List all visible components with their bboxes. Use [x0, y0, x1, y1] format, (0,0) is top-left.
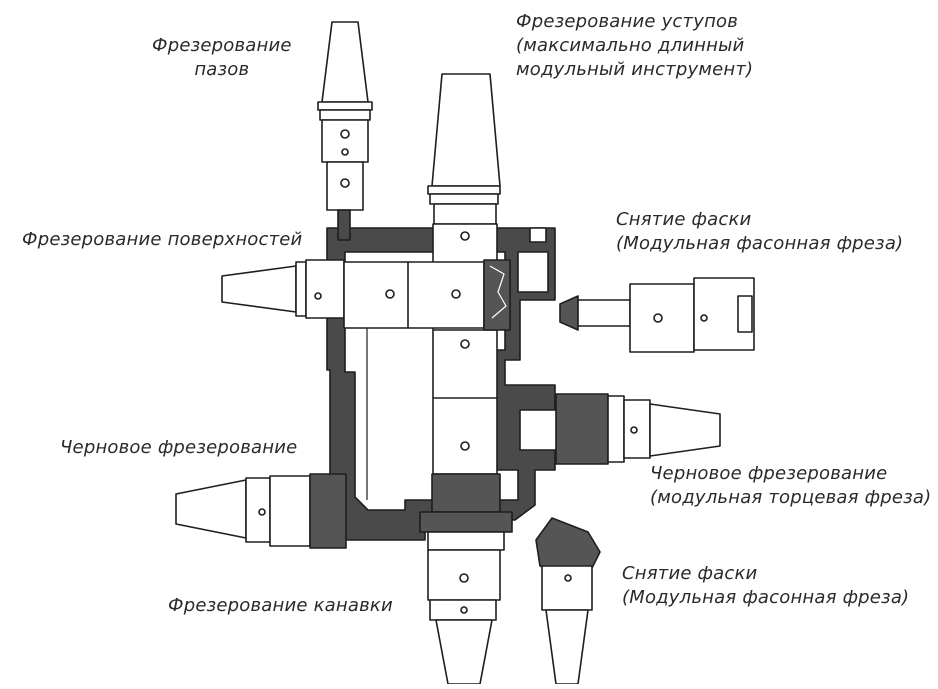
tool-groove [419, 473, 513, 685]
label-line: Снятие фаски [616, 209, 752, 230]
label-line: (максимально длинный [516, 35, 745, 56]
tool-face-milling [221, 259, 511, 331]
tool-rough-right [555, 393, 721, 465]
label-rough-right: Черновое фрезерование (модульная торцева… [650, 462, 931, 510]
label-surface-milling: Фрезерование поверхностей [22, 228, 302, 252]
label-line: Снятие фаски [622, 563, 758, 584]
label-line: Фрезерование поверхностей [22, 229, 303, 250]
label-chamfer-top: Снятие фаски (Модульная фасонная фреза) [616, 208, 903, 256]
tool-slot-milling [317, 21, 373, 241]
label-groove-milling: Фрезерование канавки [168, 594, 393, 618]
tool-chamfer-bottom [535, 517, 601, 685]
label-line: (Модульная фасонная фреза) [616, 233, 904, 254]
label-shoulder-milling: Фрезерование уступов (максимально длинны… [516, 10, 753, 82]
label-line: (Модульная фасонная фреза) [622, 587, 910, 608]
label-line: Фрезерование уступов [516, 11, 739, 32]
label-line: пазов [194, 59, 250, 80]
label-line: Черновое фрезерование [60, 437, 298, 458]
label-rough-left: Черновое фрезерование [60, 436, 297, 460]
label-line: Фрезерование канавки [168, 595, 393, 616]
label-chamfer-bottom: Снятие фаски (Модульная фасонная фреза) [622, 562, 909, 610]
label-line: Черновое фрезерование [650, 463, 888, 484]
label-line: модульный инструмент) [516, 59, 754, 80]
label-slot-milling: Фрезерование пазов [152, 34, 292, 82]
label-line: (модульная торцевая фреза) [650, 487, 932, 508]
label-line: Фрезерование [152, 35, 292, 56]
tool-rough-left [175, 473, 347, 549]
tool-chamfer-top [559, 277, 755, 353]
